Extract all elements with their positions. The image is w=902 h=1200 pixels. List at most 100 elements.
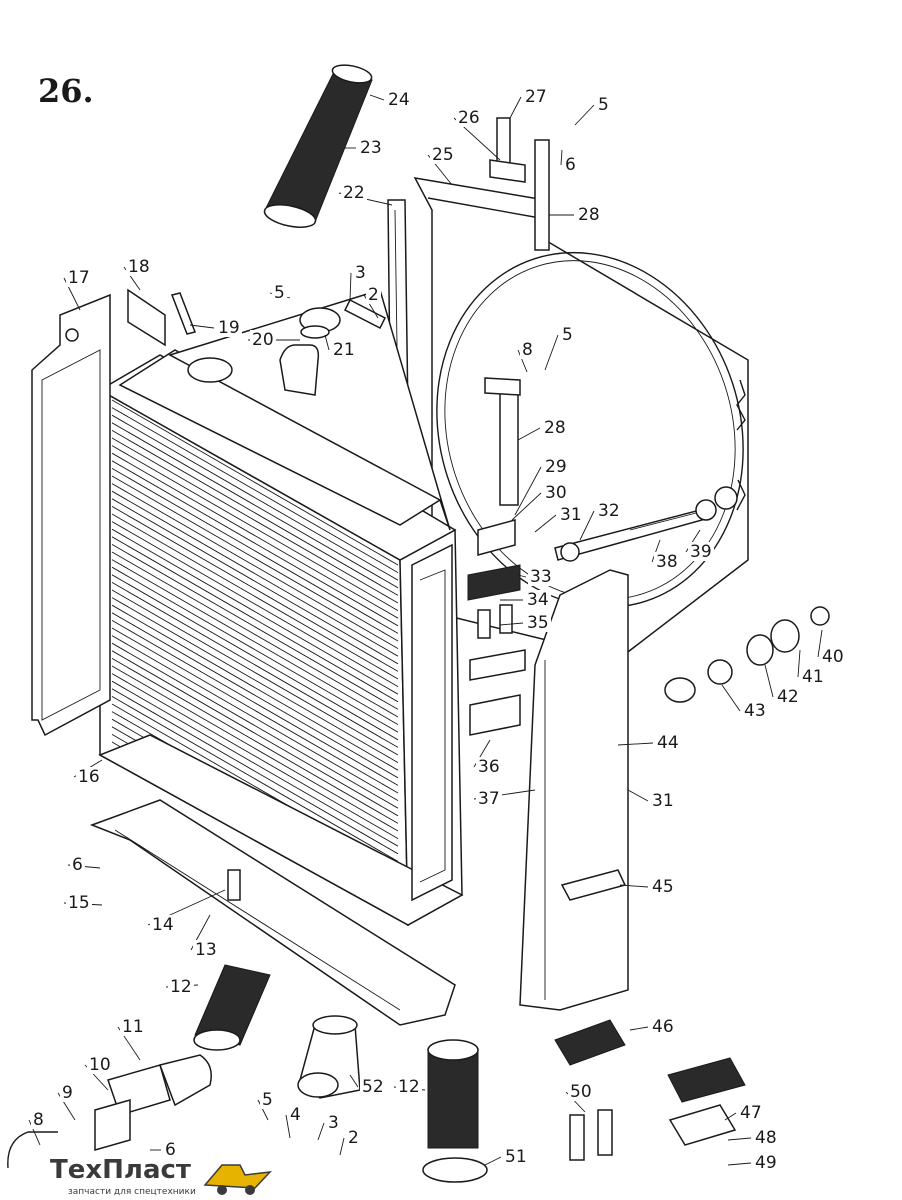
callout-bg [70, 855, 85, 874]
callout-number: 41 [802, 667, 824, 687]
rod-38 [554, 486, 738, 562]
callout-number: 40 [822, 647, 844, 667]
radiator-fin [111, 460, 399, 627]
logo-tagline: запчасти для спецтехники [68, 1187, 196, 1197]
callout-number: 26 [458, 108, 480, 128]
leader-line [560, 149, 563, 166]
radiator-fin [111, 696, 399, 862]
callout-number: 28 [544, 418, 566, 438]
callout-number: 10 [89, 1055, 111, 1075]
callout-bg [31, 1110, 46, 1129]
callout-bg [476, 789, 502, 808]
leader-line [544, 334, 559, 371]
leader-line [349, 272, 352, 301]
callout-bg [528, 567, 554, 586]
callout-bg [120, 1017, 146, 1036]
figure-number: 26. [38, 72, 94, 110]
hose-12-left [193, 964, 271, 1051]
bracket-18 [127, 288, 166, 347]
callout-bg [738, 1103, 764, 1122]
leader-line [257, 1099, 269, 1121]
radiator-fin [111, 437, 399, 604]
callout-number: 45 [652, 877, 674, 897]
callout-number: 9 [62, 1083, 73, 1103]
callout-bg [650, 1017, 676, 1036]
leader-line [764, 664, 774, 698]
radiator-fin [111, 483, 399, 649]
leader-line [285, 1114, 291, 1139]
leader-line [579, 510, 595, 541]
bracket-28-middle [484, 377, 521, 506]
callout-bg [260, 1090, 275, 1109]
radiator-fin [111, 688, 399, 855]
callout-bg [360, 1077, 386, 1096]
callout-number: 5 [562, 325, 573, 345]
callout-bg [476, 757, 502, 776]
callout-number: 3 [355, 263, 366, 283]
callout-bg [193, 940, 219, 959]
leader-line [619, 884, 649, 888]
radiator-fin [111, 544, 399, 710]
callout-bg [386, 90, 412, 109]
callout-number: 12 [398, 1077, 420, 1097]
callout-bg [353, 263, 368, 282]
mount-blocks [467, 519, 526, 736]
techplast-logo: ТехПласт запчасти для спецтехники [7, 1131, 272, 1197]
callout-bg [216, 318, 242, 337]
radiator-core [98, 289, 464, 927]
callout-bg [542, 418, 568, 437]
leader-line [189, 324, 215, 329]
leader-line [727, 1162, 752, 1166]
leader-line [727, 1137, 752, 1141]
pipe-52 [297, 1015, 361, 1099]
callout-bg [543, 483, 569, 502]
callout-number: 5 [598, 95, 609, 115]
radiator-fin [111, 407, 399, 573]
callout-number: 13 [195, 940, 217, 960]
radiator-fin [111, 422, 399, 589]
callout-number: 23 [360, 138, 382, 158]
callout-number: 2 [348, 1128, 359, 1148]
callout-number: 22 [343, 183, 365, 203]
hose-12-right [422, 1039, 488, 1183]
radiator-fin [111, 574, 399, 741]
callout-bg [543, 457, 569, 476]
callout-number: 51 [505, 1147, 527, 1167]
callout-bg [60, 1083, 75, 1102]
callout-bg [326, 1113, 341, 1132]
leader-line [511, 492, 542, 521]
rubber-pads [554, 1019, 746, 1146]
callout-number: 18 [128, 257, 150, 277]
callout-number: 43 [744, 701, 766, 721]
leader-line [629, 1026, 649, 1031]
leader-line [627, 789, 649, 802]
radiator-fin [111, 642, 399, 809]
radiator-fin [111, 513, 399, 680]
callout-bg [76, 767, 102, 786]
radiator-fin [111, 650, 399, 817]
callout-bg [126, 257, 152, 276]
callout-number: 8 [522, 340, 533, 360]
callout-number: 49 [755, 1153, 777, 1173]
leader-line [517, 574, 527, 578]
radiator-fin [111, 399, 399, 566]
radiator-fin [111, 452, 399, 619]
callout-number: 46 [652, 1017, 674, 1037]
leader-line [651, 539, 661, 563]
leader-line [339, 1137, 345, 1156]
leader-line [797, 649, 801, 678]
leader-line [724, 1112, 737, 1121]
callout-number: 31 [652, 791, 674, 811]
radiator-fin [111, 589, 399, 756]
radiator-fin [111, 559, 399, 725]
callout-number: 11 [122, 1017, 144, 1037]
callout-bg [775, 687, 801, 706]
callout-bg [66, 268, 92, 287]
callout-bg [366, 285, 381, 304]
callout-bg [288, 1105, 303, 1124]
leader-line [517, 427, 541, 441]
callout-number: 36 [478, 757, 500, 777]
leader-line [484, 1156, 502, 1166]
callout-number: 20 [252, 330, 274, 350]
